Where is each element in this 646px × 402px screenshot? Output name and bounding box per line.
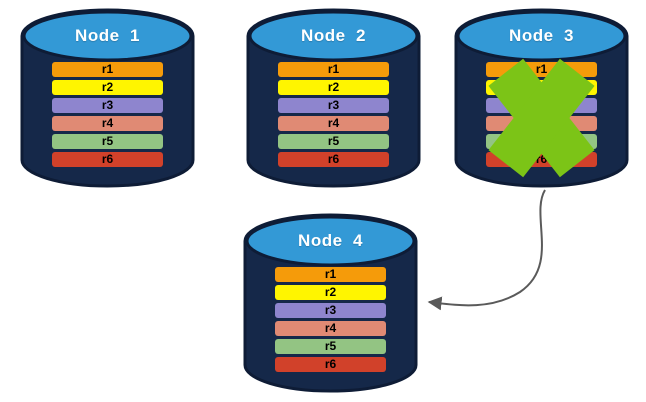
node-4-row-r3[interactable]: r3 (275, 303, 386, 318)
node-1-row-r1[interactable]: r1 (52, 62, 163, 77)
node-2-row-r5[interactable]: r5 (278, 134, 389, 149)
node-3-row-r4[interactable]: r4 (486, 116, 597, 131)
node-1-row-r3[interactable]: r3 (52, 98, 163, 113)
node-2-row-r6[interactable]: r6 (278, 152, 389, 167)
node-1-row-r6[interactable]: r6 (52, 152, 163, 167)
node-4-row-r4[interactable]: r4 (275, 321, 386, 336)
node-2-row-r2[interactable]: r2 (278, 80, 389, 95)
node-3-row-r1[interactable]: r1 (486, 62, 597, 77)
node-4-rows: r1 r2 r3 r4 r5 r6 (245, 267, 416, 372)
node-3-rows: r1 r2 r3 r4 r5 r6 (456, 62, 627, 167)
node-1-row-r5[interactable]: r5 (52, 134, 163, 149)
node-2-row-r3[interactable]: r3 (278, 98, 389, 113)
node-2-row-r4[interactable]: r4 (278, 116, 389, 131)
node-4-row-r5[interactable]: r5 (275, 339, 386, 354)
node-4-row-r1[interactable]: r1 (275, 267, 386, 282)
node-1-row-r4[interactable]: r4 (52, 116, 163, 131)
node-3-row-r2[interactable]: r2 (486, 80, 597, 95)
node-4-row-r6[interactable]: r6 (275, 357, 386, 372)
node-3-row-r5[interactable]: r5 (486, 134, 597, 149)
arrow-path (427, 189, 546, 311)
node-2-row-r1[interactable]: r1 (278, 62, 389, 77)
node-2-rows: r1 r2 r3 r4 r5 r6 (248, 62, 419, 167)
cylinder-top (456, 10, 627, 62)
cylinder-top (245, 215, 416, 267)
cylinder-top (248, 10, 419, 62)
node-4-row-r2[interactable]: r2 (275, 285, 386, 300)
node-3-row-r3[interactable]: r3 (486, 98, 597, 113)
node-1-row-r2[interactable]: r2 (52, 80, 163, 95)
cylinder-top (22, 10, 193, 62)
node-1-rows: r1 r2 r3 r4 r5 r6 (22, 62, 193, 167)
node-3-row-r6[interactable]: r6 (486, 152, 597, 167)
